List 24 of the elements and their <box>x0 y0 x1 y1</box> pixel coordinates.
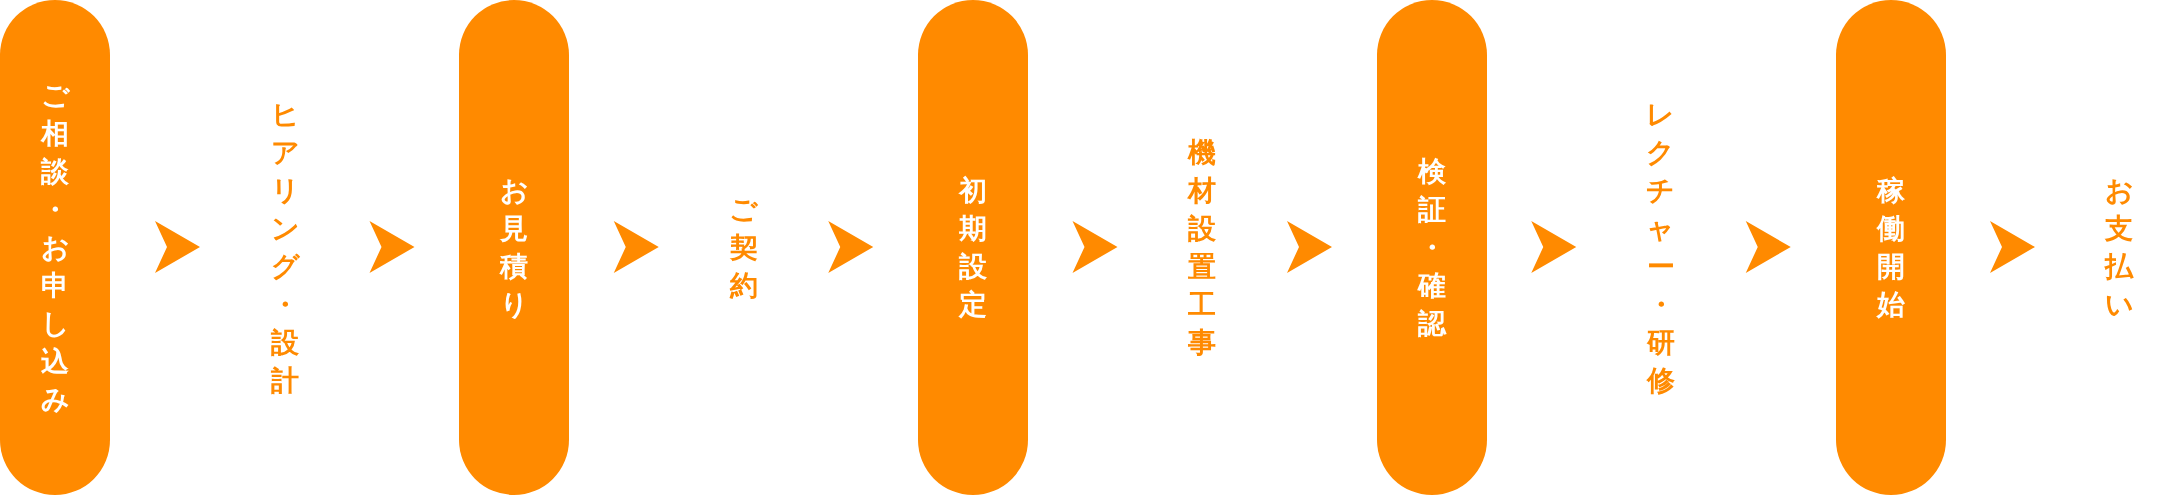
step-text: ヒアリング・設計 <box>270 96 300 399</box>
step-text: ご契約 <box>728 191 759 304</box>
arrow <box>1531 221 1577 273</box>
step-label: 初期設定 <box>958 172 988 323</box>
step-pill <box>1377 0 1487 495</box>
arrow <box>155 221 200 273</box>
arrow <box>1745 221 1791 273</box>
step-pill <box>1836 0 1946 495</box>
step-pill <box>918 0 1028 495</box>
step-label: 検証・確認 <box>1417 153 1447 342</box>
arrow <box>828 221 874 273</box>
step-text: お支払い <box>2104 172 2134 323</box>
step-label: お見積り <box>499 172 529 323</box>
step-label: ご相談・お申し込み <box>40 77 70 418</box>
step-pill <box>459 0 569 495</box>
arrow <box>613 221 659 273</box>
step-text: 機材設置工事 <box>1187 134 1217 361</box>
step-pill <box>0 0 110 495</box>
arrow <box>1072 221 1118 273</box>
arrow <box>1287 221 1332 273</box>
arrow <box>1990 221 2035 273</box>
arrow <box>369 221 415 273</box>
step-text: レクチャー・研修 <box>1645 96 1676 399</box>
step-label: 稼働開始 <box>1876 172 1906 323</box>
